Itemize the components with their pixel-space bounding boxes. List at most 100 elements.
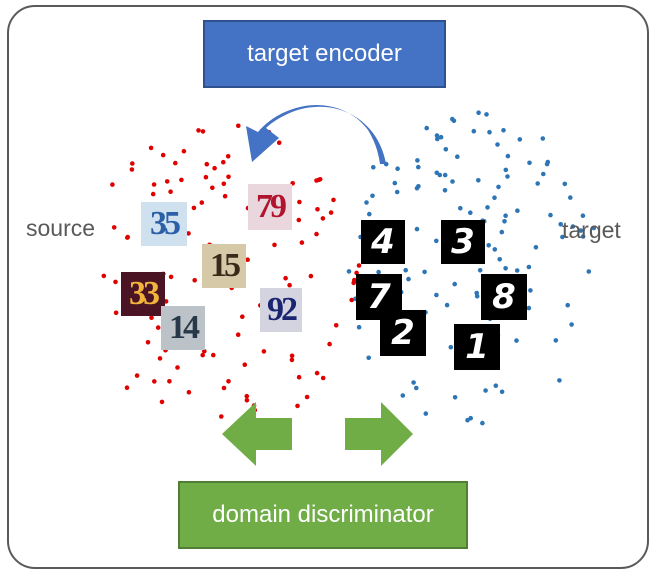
target-point <box>492 247 498 252</box>
target-point <box>580 234 586 239</box>
target-digit-image: 4 <box>361 220 405 264</box>
target-point <box>486 243 492 248</box>
target-point <box>424 125 430 131</box>
target-point <box>499 229 505 235</box>
source-point <box>148 145 154 151</box>
target-point <box>505 174 510 179</box>
diagram-frame <box>7 5 649 569</box>
target-point <box>415 158 420 163</box>
source-point <box>331 197 336 203</box>
source-point <box>167 379 172 384</box>
source-point <box>328 210 334 215</box>
source-point <box>204 161 210 167</box>
target-point <box>423 411 429 416</box>
source-point <box>297 199 302 205</box>
source-point <box>295 403 300 409</box>
target-point <box>434 292 439 298</box>
target-point <box>400 393 406 398</box>
source-point <box>125 234 130 240</box>
source-point <box>236 123 241 129</box>
target-point <box>403 267 409 273</box>
source-point <box>164 179 170 184</box>
target-point <box>458 205 463 211</box>
target-point <box>548 212 553 218</box>
target-point <box>392 180 398 186</box>
source-point <box>299 240 305 245</box>
target-point <box>414 226 420 232</box>
source-digit-image: 33 <box>121 272 165 316</box>
source-point <box>314 231 319 237</box>
domain-discriminator-box: domain discriminator <box>178 481 468 549</box>
curved-arrow-icon <box>246 104 386 164</box>
target-point <box>476 178 481 183</box>
source-label: source <box>26 215 96 241</box>
target-point <box>414 385 419 391</box>
source-digit-image: 92 <box>260 288 302 332</box>
source-digit-image: 14 <box>161 306 205 350</box>
left-arrow-icon <box>222 402 292 466</box>
source-digit-image: 15 <box>202 244 246 288</box>
source-point <box>150 191 156 197</box>
target-point <box>422 269 427 275</box>
source-point <box>289 357 295 363</box>
target-point <box>505 153 511 159</box>
target-point <box>434 133 440 138</box>
source-point <box>356 263 362 268</box>
target-point <box>437 172 443 178</box>
target-point <box>514 268 520 273</box>
target-point <box>586 269 592 274</box>
source-point <box>101 273 107 279</box>
source-point <box>226 174 231 180</box>
target-point <box>477 268 483 273</box>
target-point <box>450 116 455 122</box>
target-point <box>569 322 574 327</box>
target-point <box>371 165 376 170</box>
target-point <box>452 281 458 287</box>
target-point <box>517 137 523 142</box>
target-digit-image: 3 <box>441 220 485 264</box>
source-point <box>179 177 184 183</box>
source-point <box>113 279 118 285</box>
source-point <box>130 161 135 166</box>
target-point <box>553 338 559 343</box>
source-point <box>245 257 250 263</box>
source-point <box>110 182 115 187</box>
source-point <box>168 189 173 194</box>
target-point <box>540 136 546 141</box>
target-point <box>527 160 532 166</box>
target-point <box>442 172 448 178</box>
source-point <box>283 275 288 281</box>
source-point <box>308 273 314 279</box>
target-point <box>474 290 480 296</box>
source-point <box>202 348 207 354</box>
target-point <box>557 378 562 383</box>
source-point <box>320 375 326 381</box>
source-point <box>196 128 201 133</box>
target-point <box>434 238 439 244</box>
source-point <box>221 385 227 391</box>
source-point <box>145 340 151 345</box>
target-point <box>484 112 489 117</box>
source-point <box>203 174 209 180</box>
target-point <box>480 420 485 426</box>
source-point <box>315 207 320 212</box>
target-point <box>535 181 540 186</box>
target-point <box>492 195 497 200</box>
target-label: target <box>562 217 621 243</box>
target-point <box>468 210 473 215</box>
target-point <box>356 324 362 330</box>
target-point <box>580 213 586 218</box>
source-point <box>314 178 319 183</box>
source-point <box>212 165 217 171</box>
target-point <box>570 224 576 229</box>
target-point <box>394 189 400 195</box>
source-digit-image: 79 <box>248 184 292 230</box>
target-point <box>502 219 507 224</box>
target-point <box>497 257 503 262</box>
source-point <box>200 352 205 358</box>
target-point <box>503 213 508 218</box>
target-digit-image: 1 <box>454 324 500 370</box>
source-point <box>222 193 228 199</box>
source-point <box>226 379 231 384</box>
